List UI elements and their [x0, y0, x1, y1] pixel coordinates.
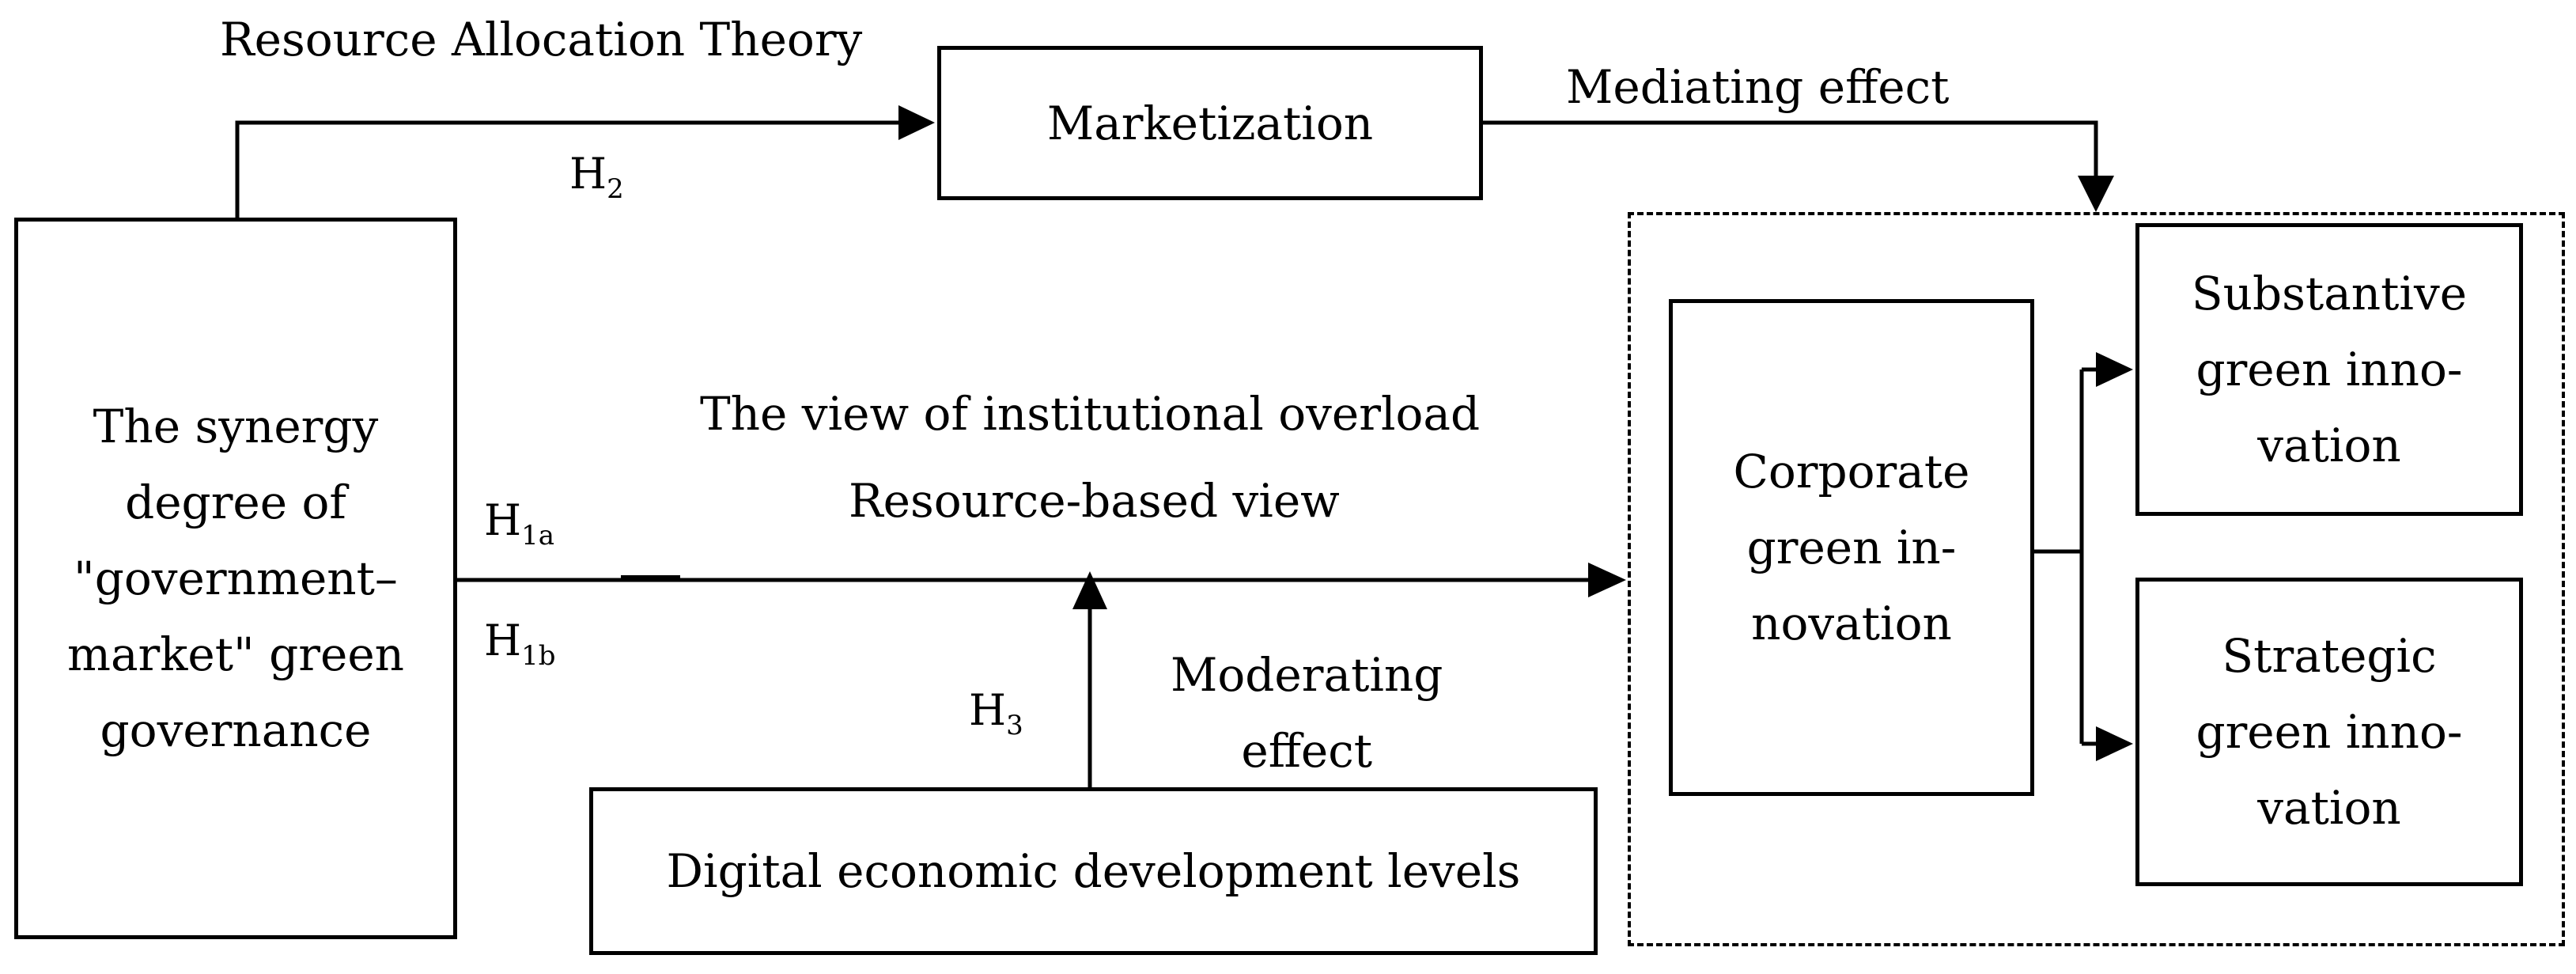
marketization-box: Marketization — [937, 46, 1483, 200]
substantive-green-innovation-box: Substantive green inno- vation — [2135, 223, 2523, 516]
hypothesis-h2: H2 — [569, 136, 624, 227]
synergy-line-3: "government– — [74, 551, 398, 605]
arrow-marketization-to-outcomes — [1479, 120, 2098, 184]
mediating-effect-label: Mediating effect — [1566, 60, 1950, 114]
arrowhead-outcomes — [2078, 176, 2114, 212]
arrowhead-substantive — [2096, 352, 2133, 387]
arrowhead-corporate-innovation — [1588, 563, 1626, 597]
corporate-green-innovation-box: Corporate green in- novation — [1669, 299, 2034, 796]
substantive-line-1: Substantive — [2191, 267, 2468, 320]
resource-based-view-label: Resource-based view — [849, 474, 1340, 528]
h3-sub: 3 — [1006, 709, 1023, 741]
synergy-line-5: governance — [100, 703, 372, 757]
h2-sub: 2 — [607, 172, 624, 205]
h1a-base: H — [484, 495, 522, 545]
strategic-green-innovation-box: Strategic green inno- vation — [2135, 578, 2523, 886]
moderating-line-1: Moderating — [1171, 648, 1443, 702]
synergy-line-2: degree of — [125, 476, 346, 529]
digital-economy-label: Digital economic development levels — [666, 844, 1521, 898]
corporate-line-1: Corporate — [1733, 445, 1970, 498]
marketization-label: Marketization — [1046, 96, 1374, 150]
substantive-line-3: vation — [2257, 419, 2401, 472]
strategic-line-2: green inno- — [2196, 705, 2463, 759]
innovation-outcomes-group — [1628, 212, 2565, 946]
arrowhead-moderation — [1072, 571, 1107, 609]
arrowhead-marketization — [898, 105, 935, 140]
arrowhead-strategic — [2096, 726, 2133, 761]
h2-base: H — [569, 149, 607, 199]
h1a-sub: 1a — [521, 519, 554, 551]
h3-base: H — [969, 685, 1007, 735]
theory-label-resource-allocation: Resource Allocation Theory — [220, 13, 863, 66]
synergy-line-1: The synergy — [93, 400, 379, 453]
h1b-base: H — [484, 616, 522, 665]
h1b-sub: 1b — [521, 639, 556, 672]
synergy-degree-box: The synergy degree of "government– marke… — [14, 218, 457, 939]
hypothesis-h1b: H1b — [484, 603, 556, 694]
corporate-line-3: novation — [1751, 597, 1952, 650]
digital-economy-box: Digital economic development levels — [589, 787, 1598, 955]
corporate-line-2: green in- — [1746, 521, 1957, 574]
institutional-overload-label: The view of institutional overload — [700, 387, 1481, 441]
moderating-line-2: effect — [1241, 724, 1373, 778]
strategic-line-1: Strategic — [2222, 629, 2437, 683]
strategic-line-3: vation — [2257, 781, 2401, 835]
hypothesis-h1a: H1a — [484, 483, 554, 574]
moderating-effect-label: Moderating effect — [1171, 637, 1443, 789]
arrow-synergy-to-marketization — [235, 120, 902, 218]
substantive-line-2: green inno- — [2196, 343, 2463, 396]
hypothesis-h3: H3 — [969, 673, 1023, 764]
synergy-line-4: market" green — [66, 627, 405, 681]
